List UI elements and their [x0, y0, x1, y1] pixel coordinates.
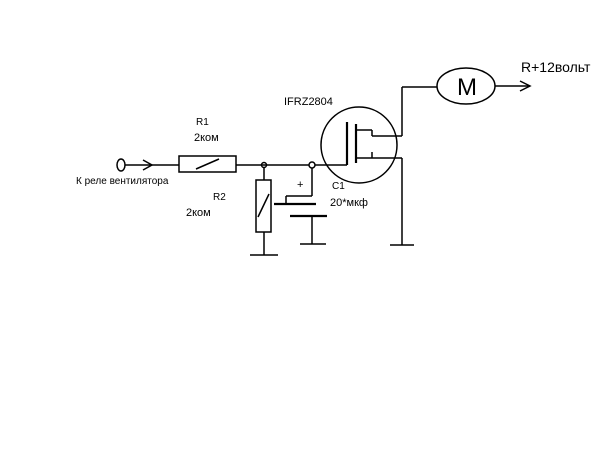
drain-wire	[372, 86, 437, 137]
resistor-r2	[250, 167, 278, 256]
r2-value: 2ком	[186, 207, 211, 219]
resistor-r1	[178, 155, 237, 173]
supply-arrow	[495, 80, 532, 92]
r1-name: R1	[196, 117, 209, 128]
input-terminal	[116, 158, 179, 172]
motor-letter: M	[457, 74, 477, 101]
mosfet-transistor	[320, 106, 402, 184]
main-wire	[236, 161, 336, 169]
source-ground	[390, 158, 414, 246]
transistor-part: IFRZ2804	[284, 96, 333, 108]
c1-value: 20*мкф	[330, 197, 368, 209]
capacitor-c1	[274, 168, 327, 245]
r1-value: 2ком	[194, 132, 219, 144]
c1-name: C1	[332, 181, 345, 192]
r2-name: R2	[213, 192, 226, 203]
c1-polarity: +	[297, 179, 303, 191]
supply-label: R+12вольт	[521, 59, 591, 75]
input-label: К реле вентилятора	[76, 176, 169, 187]
